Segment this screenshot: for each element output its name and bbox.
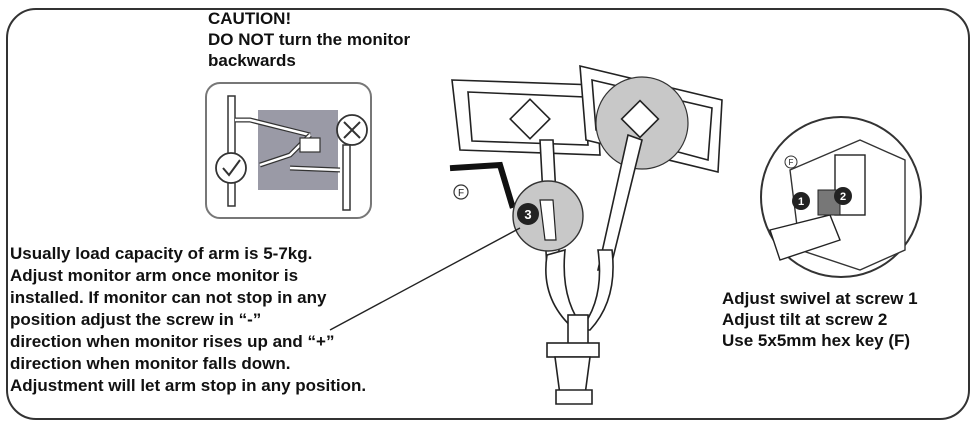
adjust-line: Use 5x5mm hex key (F) [722,331,911,350]
instruction-line: Adjust monitor arm once monitor is [10,266,299,285]
instruction-line: direction when monitor rises up and “+” [10,332,335,351]
adjust-line: Adjust swivel at screw 1 [722,289,918,308]
pointer-line [329,227,521,331]
hex-key [449,161,516,209]
instruction-line: direction when monitor falls down. [10,354,291,373]
instruction-line: position adjust the screw in “-” [10,310,262,329]
monitor-arm-drawing [451,64,723,405]
swivel-zoom-circle [760,116,922,278]
check-icon [215,152,247,184]
instruction-line: Usually load capacity of arm is 5-7kg. [10,244,313,263]
instruction-panel-frame [6,8,970,420]
cross-icon [336,114,368,146]
caution-inset [205,82,372,219]
hex-key-label: F [458,188,464,199]
caution-line: CAUTION! [208,9,292,28]
screw-3-lens [512,180,584,252]
zoom-hex-key-label: F [789,158,794,167]
load-capacity-instructions: Usually load capacity of arm is 5-7kg. A… [10,243,366,397]
screw-1-label: 1 [798,196,804,208]
instruction-line: Adjustment will let arm stop in any posi… [10,376,367,395]
caution-line: backwards [208,51,296,70]
caution-note: CAUTION! DO NOT turn the monitor backwar… [208,8,410,71]
swivel-tilt-instructions: Adjust swivel at screw 1 Adjust tilt at … [722,288,918,351]
caution-line: DO NOT turn the monitor [208,30,411,49]
adjust-line: Adjust tilt at screw 2 [722,310,888,329]
screw-2-label: 2 [840,191,846,203]
instruction-line: installed. If monitor can not stop in an… [10,288,327,307]
screw-3-label: 3 [524,207,531,222]
